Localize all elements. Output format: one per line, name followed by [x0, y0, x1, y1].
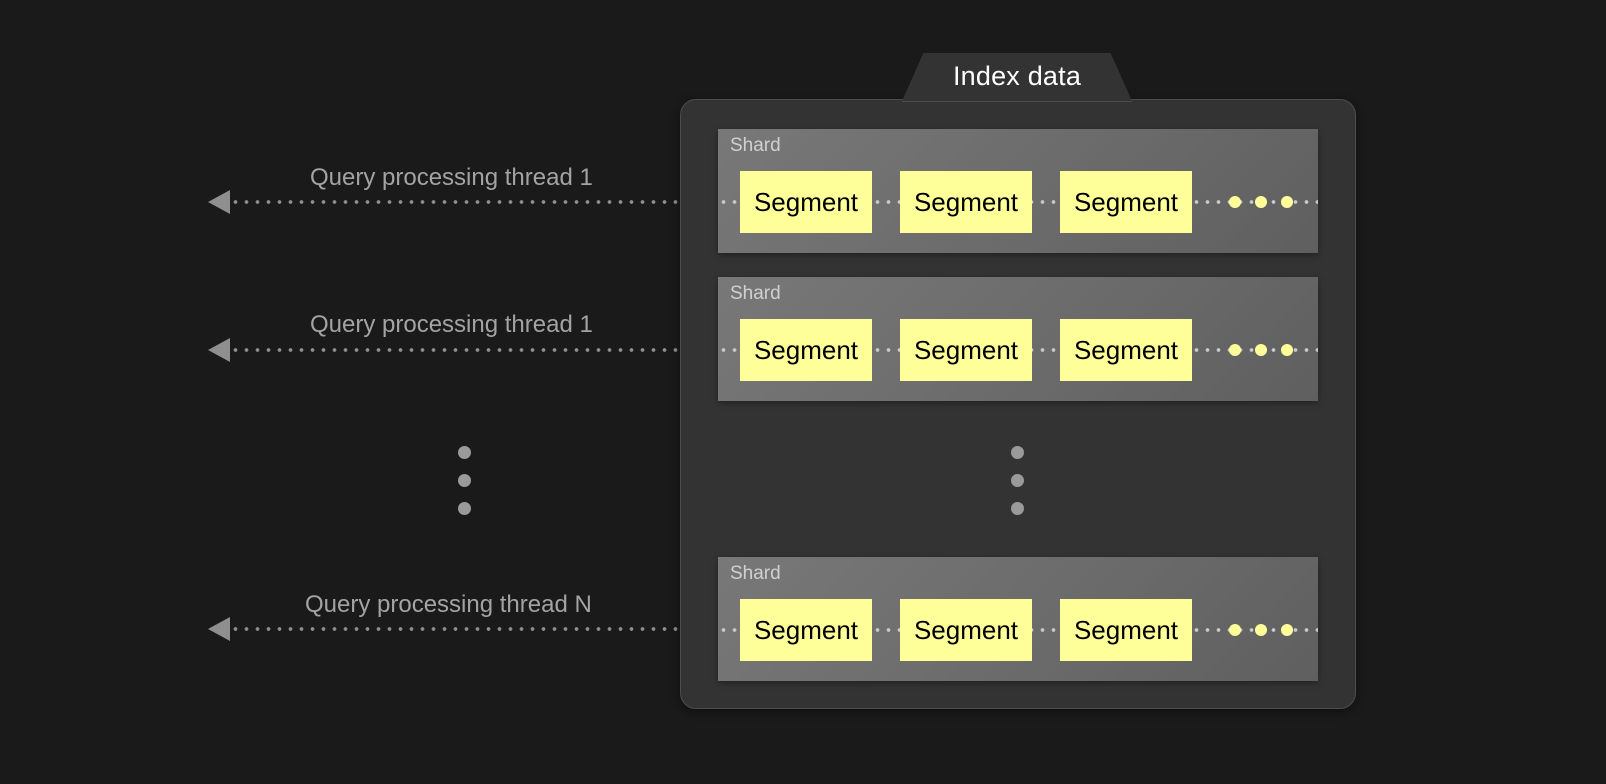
thread-label-1: Query processing thread 1	[310, 164, 593, 191]
segment-box[interactable]: Segment	[740, 319, 872, 381]
more-segments-dot	[1281, 196, 1293, 208]
ellipsis-dot	[1011, 446, 1024, 459]
segment-label: Segment	[913, 335, 1019, 365]
shard-row[interactable]: Shard Segment Segment Segment	[718, 277, 1318, 401]
thread-arrow-1	[208, 190, 230, 214]
thread-label-2: Query processing thread 1	[310, 311, 593, 338]
index-data-title: Index data	[952, 60, 1082, 91]
more-segments-dot	[1281, 344, 1293, 356]
segments-row: Segment Segment Segment	[718, 171, 1318, 233]
more-segments-dot	[1229, 196, 1241, 208]
segment-label: Segment	[913, 187, 1019, 217]
segment-label: Segment	[1073, 335, 1179, 365]
segment-box[interactable]: Segment	[900, 599, 1032, 661]
shard-label: Shard	[730, 283, 781, 304]
segments-row: Segment Segment Segment	[718, 319, 1318, 381]
ellipsis-dot	[1011, 502, 1024, 515]
thread-line-1	[230, 200, 742, 204]
threads-ellipsis	[458, 446, 471, 515]
segment-label: Segment	[1073, 187, 1179, 217]
thread-line-2	[230, 348, 742, 352]
ellipsis-dot	[458, 502, 471, 515]
shard-label: Shard	[730, 563, 781, 584]
more-segments-dot	[1229, 344, 1241, 356]
segment-box[interactable]: Segment	[740, 171, 872, 233]
thread-arrow-3	[208, 617, 230, 641]
segment-label: Segment	[753, 335, 859, 365]
index-data-tab: Index data	[902, 53, 1132, 101]
more-segments-dot	[1255, 196, 1267, 208]
segment-label: Segment	[913, 615, 1019, 645]
shard-label: Shard	[730, 135, 781, 156]
shard-row[interactable]: Shard Segment Segment Segment	[718, 557, 1318, 681]
segment-box[interactable]: Segment	[1060, 171, 1192, 233]
segment-label: Segment	[1073, 615, 1179, 645]
ellipsis-dot	[458, 446, 471, 459]
segment-box[interactable]: Segment	[740, 599, 872, 661]
segment-box[interactable]: Segment	[1060, 319, 1192, 381]
more-segments-dot	[1255, 624, 1267, 636]
more-segments-dot	[1229, 624, 1241, 636]
segment-label: Segment	[753, 187, 859, 217]
segment-label: Segment	[753, 615, 859, 645]
segment-box[interactable]: Segment	[900, 319, 1032, 381]
more-segments-dot	[1255, 344, 1267, 356]
thread-label-3: Query processing thread N	[305, 591, 592, 618]
ellipsis-dot	[458, 474, 471, 487]
segment-box[interactable]: Segment	[1060, 599, 1192, 661]
more-segments-dot	[1281, 624, 1293, 636]
thread-arrow-2	[208, 338, 230, 362]
thread-line-3	[230, 627, 742, 631]
shards-ellipsis	[1011, 446, 1024, 515]
ellipsis-dot	[1011, 474, 1024, 487]
segments-row: Segment Segment Segment	[718, 599, 1318, 661]
segment-box[interactable]: Segment	[900, 171, 1032, 233]
shard-row[interactable]: Shard Segment Segment Segment	[718, 129, 1318, 253]
